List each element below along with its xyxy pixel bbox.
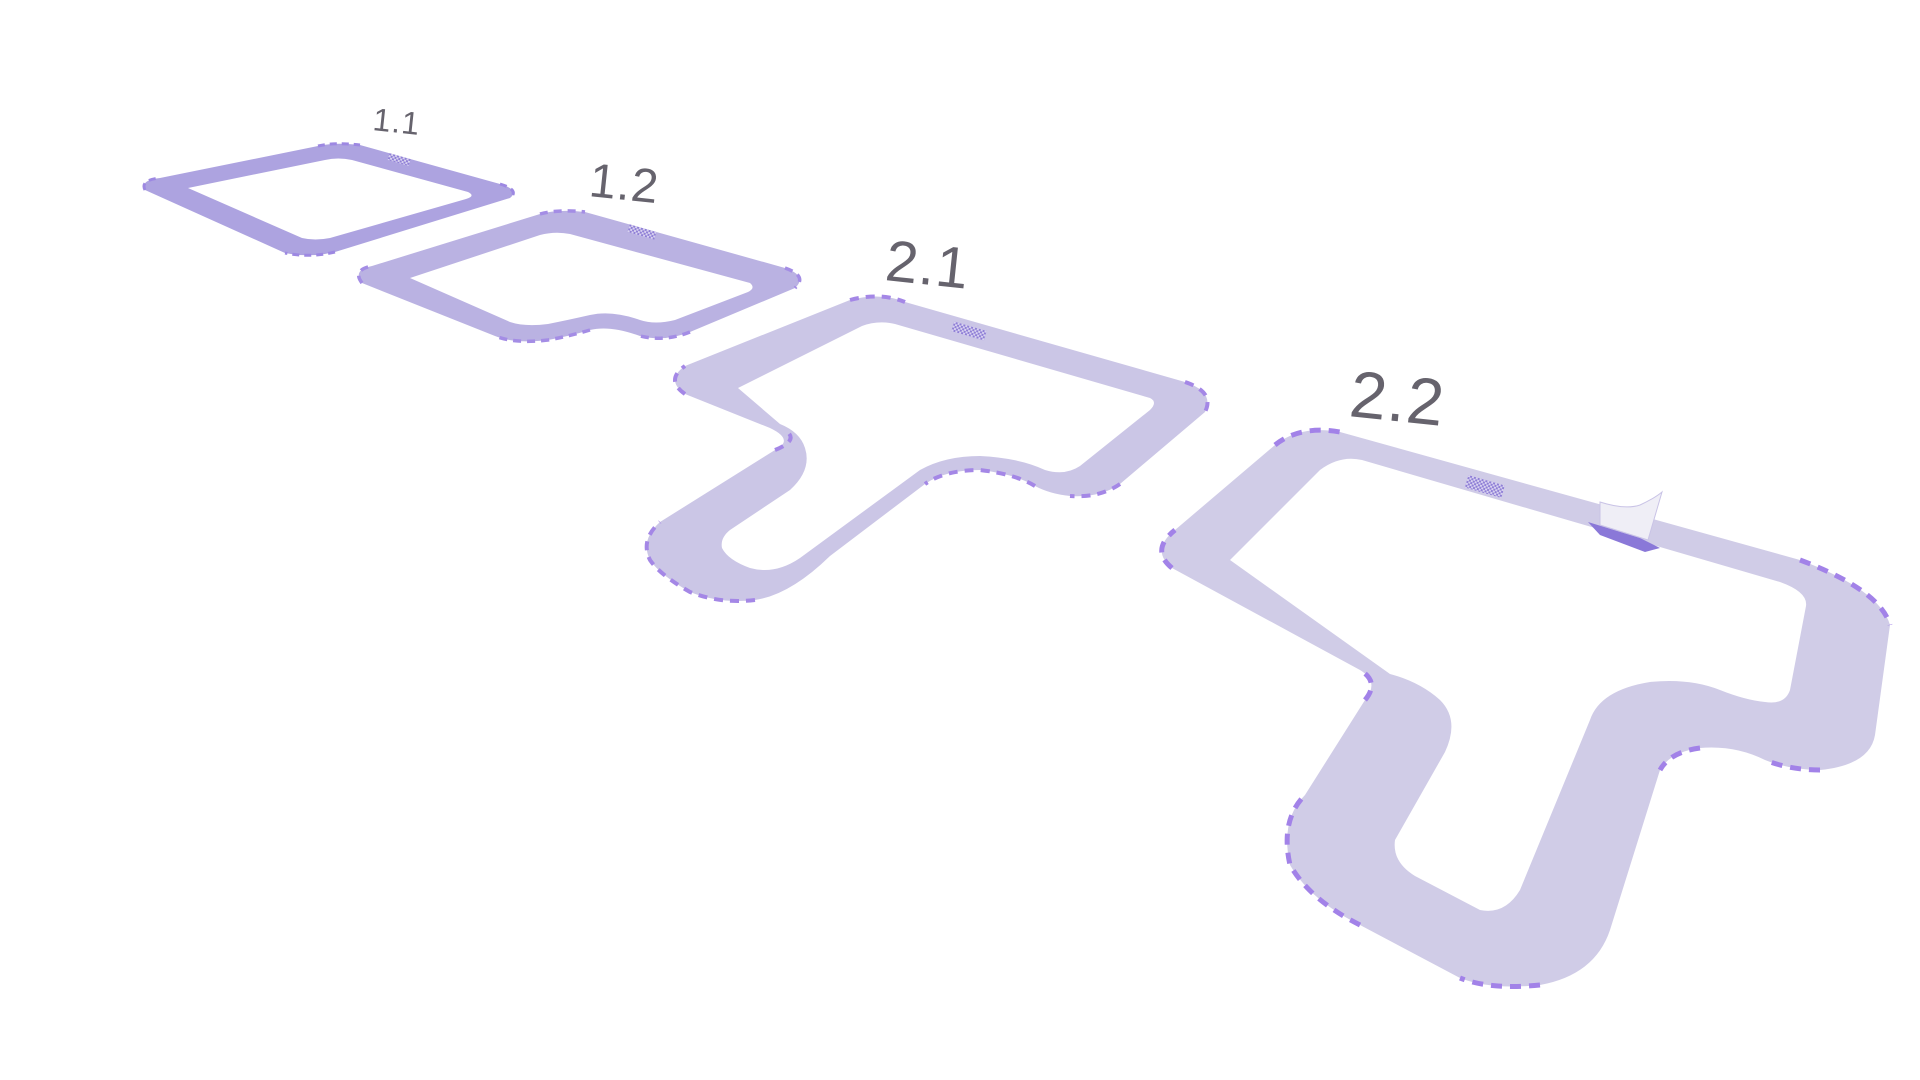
track-2-2-curb <box>1159 427 1893 989</box>
track-1-2: 1.2 <box>356 154 802 344</box>
track-1-1: 1.1 <box>142 101 515 257</box>
ramp-icon <box>1588 490 1663 552</box>
checkered-start-line <box>1464 474 1505 498</box>
checkered-start-line <box>387 153 411 166</box>
track-1-2-surface <box>358 210 800 342</box>
checkered-start-line <box>627 224 657 240</box>
track-1-2-curb <box>356 209 802 344</box>
track-2-1-curb <box>644 294 1210 603</box>
track-1-1-surface <box>144 143 514 256</box>
track-2-2-surface <box>1161 430 1890 987</box>
checkered-start-line <box>951 321 987 341</box>
track-2-1-surface <box>646 296 1208 601</box>
track-label-2-2: 2.2 <box>1347 356 1449 439</box>
track-2-1: 2.1 <box>644 228 1210 603</box>
track-label-1-1: 1.1 <box>371 101 422 142</box>
track-label-2-1: 2.1 <box>883 228 973 301</box>
track-2-2: 2.2 <box>1159 356 1893 989</box>
track-label-1-2: 1.2 <box>587 154 662 214</box>
